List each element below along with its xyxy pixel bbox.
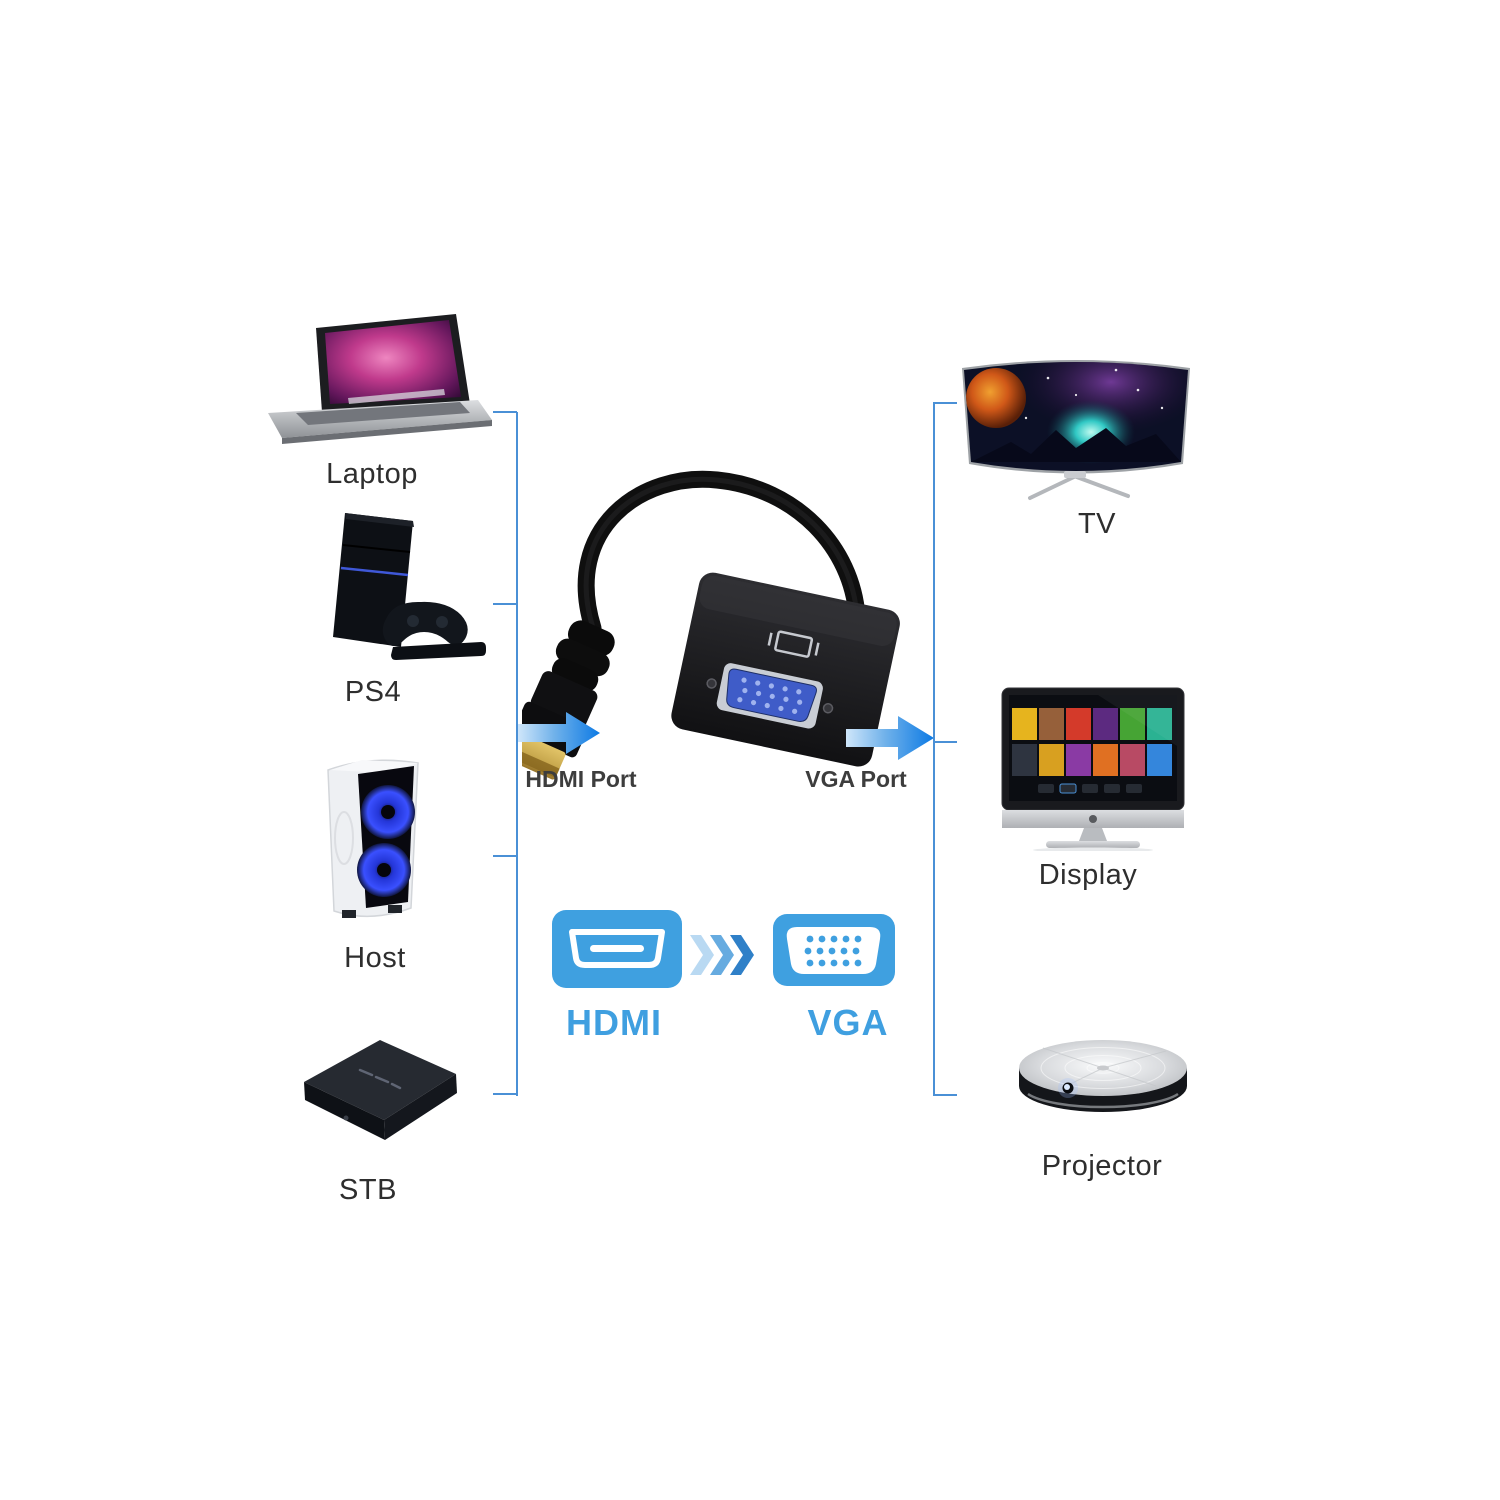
ps4-label: PS4: [344, 676, 402, 708]
vga-port-icon: [773, 914, 895, 986]
hdmi-port-label: HDMI Port: [525, 766, 637, 792]
vga-io-label: VGA: [807, 1002, 889, 1043]
adapter-illustration: [522, 458, 942, 783]
arrow-right-icon: [518, 712, 600, 754]
output-bracket-line: [933, 403, 935, 1096]
laptop-label: Laptop: [326, 458, 418, 490]
device-tv: [956, 350, 1196, 515]
device-ps4: [295, 505, 500, 675]
source-bracket-tick-ps4: [493, 603, 517, 605]
laptop-icon: [268, 314, 492, 444]
tv-label: TV: [1077, 508, 1117, 540]
display-label: Display: [1038, 859, 1138, 891]
stb-label: STB: [339, 1174, 397, 1206]
device-stb: [288, 1020, 468, 1170]
hdmi-port-icon: [552, 910, 682, 988]
tv-icon: [962, 360, 1190, 500]
source-bracket-tick-stb: [493, 1093, 517, 1095]
hdmi-male-connector: [522, 620, 615, 780]
output-bracket-tick-tv: [933, 402, 957, 404]
source-bracket-line: [516, 412, 518, 1096]
arrow-right-icon: [846, 716, 934, 760]
host-tower-icon: [327, 759, 419, 918]
hdmi-io-label: HDMI: [566, 1002, 662, 1043]
device-laptop: [252, 312, 496, 462]
adapter-cable: [577, 470, 866, 637]
vga-adapter-body: [671, 572, 900, 767]
host-label: Host: [344, 942, 406, 974]
output-bracket-tick-projector: [933, 1094, 957, 1096]
projector-icon: [1019, 1040, 1187, 1112]
source-bracket-tick-laptop: [493, 411, 517, 413]
hdmi-cable-adapter-illustration: [522, 470, 900, 780]
device-projector: [1008, 1028, 1198, 1123]
device-display: [998, 686, 1188, 851]
stb-box-icon: [304, 1040, 457, 1140]
chevron-right-icon: [690, 935, 754, 975]
vga-port-label: VGA Port: [805, 766, 907, 792]
device-host: [300, 750, 445, 940]
display-icon: [1001, 687, 1185, 851]
output-bracket-tick-display: [933, 741, 957, 743]
source-bracket-tick-host: [493, 855, 517, 857]
projector-label: Projector: [1041, 1150, 1163, 1182]
ps4-icon: [333, 513, 486, 660]
